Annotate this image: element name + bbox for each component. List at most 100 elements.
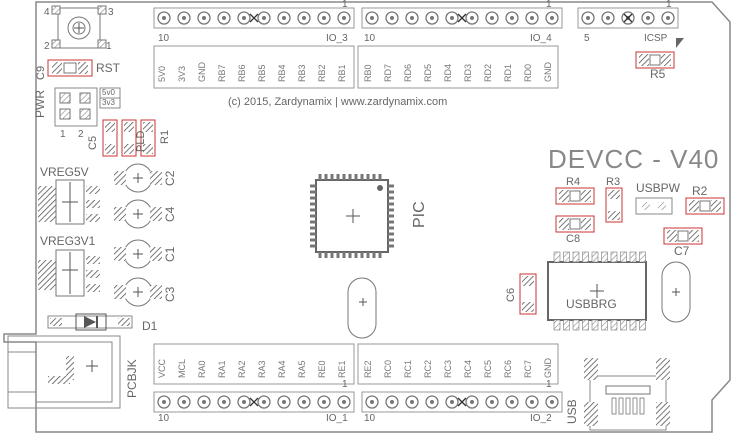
c9-footprint xyxy=(47,59,93,77)
d1-footprint xyxy=(47,313,133,331)
pin-label: RD7 xyxy=(383,63,393,82)
r3-label: R3 xyxy=(606,176,621,188)
reset-pin-1: 1 xyxy=(106,41,112,52)
c6-footprint xyxy=(519,273,537,315)
pld-footprint xyxy=(121,119,137,157)
pin-label: GND xyxy=(543,62,553,82)
r3-footprint xyxy=(605,187,623,223)
header-pin xyxy=(277,11,291,25)
header-pin xyxy=(257,11,271,25)
icsp-name: ICSP xyxy=(644,33,668,44)
io4-label-strip xyxy=(357,45,559,89)
d1-label: D1 xyxy=(142,319,158,333)
pin-label: MCL xyxy=(177,358,187,378)
c9-label: C9 xyxy=(35,65,47,80)
pin-label: RE0 xyxy=(317,360,327,378)
header-pin xyxy=(601,11,615,25)
header-pin xyxy=(237,11,251,25)
pin-label: RC7 xyxy=(523,359,533,378)
pcbjk-label: PCBJK xyxy=(125,359,139,398)
header-pin xyxy=(445,395,459,409)
pin-label: 3V3 xyxy=(177,65,187,82)
header-pin xyxy=(545,11,559,25)
pin-label: RC6 xyxy=(503,359,513,378)
header-pin xyxy=(641,11,655,25)
c2-label: C2 xyxy=(163,170,177,186)
c4-label: C4 xyxy=(163,206,177,222)
c7-footprint xyxy=(663,227,703,245)
crystal-left xyxy=(347,277,377,339)
pin-label: 5V0 xyxy=(157,65,167,82)
header-pin xyxy=(237,395,251,409)
c7-label: C7 xyxy=(674,244,690,258)
header-pin xyxy=(485,11,499,25)
header-pin xyxy=(661,11,675,25)
pin-label: RD0 xyxy=(523,63,533,82)
header-pin xyxy=(485,395,499,409)
io3-label-strip xyxy=(153,45,355,89)
pin-label: RA0 xyxy=(197,360,207,378)
c8-label: C8 xyxy=(566,233,581,245)
r4-label: R4 xyxy=(566,176,581,188)
pin-label: VCC xyxy=(157,358,167,378)
c8-footprint xyxy=(555,215,595,233)
header-pin xyxy=(297,11,311,25)
pin-label: RD4 xyxy=(443,63,453,82)
header-pin xyxy=(445,11,459,25)
header-pin xyxy=(385,395,399,409)
header-io3-pins xyxy=(153,7,355,29)
pin-label: RB0 xyxy=(363,64,373,82)
pin-label: RC4 xyxy=(463,359,473,378)
board-credit: (c) 2015, Zardynamix | www.zardynamix.co… xyxy=(228,96,448,108)
board-title: DEVCC - V40 xyxy=(548,144,720,174)
header-pin xyxy=(157,11,171,25)
io2-label-strip xyxy=(357,343,559,385)
header-pin xyxy=(425,11,439,25)
pin-label: RA5 xyxy=(297,360,307,378)
header-pin xyxy=(505,11,519,25)
pin-label: RD3 xyxy=(463,63,473,82)
usb-connector-footprint xyxy=(584,358,670,431)
pin-label: RC0 xyxy=(383,359,393,378)
pwr-opt-box-3v3 xyxy=(99,97,121,109)
io4-name: IO_4 xyxy=(530,33,552,44)
pin-label: RB3 xyxy=(297,64,307,82)
header-pin xyxy=(197,11,211,25)
reset-label: RST xyxy=(96,61,120,75)
io3-left-num: 10 xyxy=(158,33,170,44)
pin-label: RB7 xyxy=(217,64,227,82)
pin-label: RA3 xyxy=(257,360,267,378)
pin-label: RA2 xyxy=(237,360,247,378)
io1-left-num: 10 xyxy=(158,413,170,424)
header-pin xyxy=(317,11,331,25)
pwr-opt-3v3: 3v3 xyxy=(102,98,115,107)
c5-footprint xyxy=(102,119,118,157)
header-io4-pins xyxy=(361,7,563,29)
pin-label: RB6 xyxy=(237,64,247,82)
io2-right-num: 1 xyxy=(546,379,552,390)
header-pin xyxy=(545,395,559,409)
header-pin xyxy=(297,395,311,409)
pin-label: RC3 xyxy=(443,359,453,378)
header-pin xyxy=(197,395,211,409)
pin-label: GND xyxy=(197,62,207,82)
usbpw-label: USBPW xyxy=(636,181,681,195)
icsp-pin1-marker xyxy=(676,38,684,48)
io4-right-num: 1 xyxy=(546,0,552,10)
vreg3v1-footprint xyxy=(38,249,100,297)
cap-footprint xyxy=(114,277,162,307)
header-pin xyxy=(317,395,331,409)
usbbrg-chip-footprint xyxy=(547,251,647,331)
c1-label: C1 xyxy=(163,246,177,262)
io2-name: IO_2 xyxy=(530,413,552,424)
reset-pin-4: 4 xyxy=(44,7,50,18)
pin-label: RE1 xyxy=(337,360,347,378)
pin-label: RE2 xyxy=(363,360,373,378)
header-pin xyxy=(277,395,291,409)
header-pin xyxy=(177,11,191,25)
io1-name: IO_1 xyxy=(326,413,348,424)
pin-label: RB1 xyxy=(337,64,347,82)
pwr-pin-1: 1 xyxy=(60,129,66,140)
pin-label: RB4 xyxy=(277,64,287,82)
header-pin xyxy=(621,11,635,25)
